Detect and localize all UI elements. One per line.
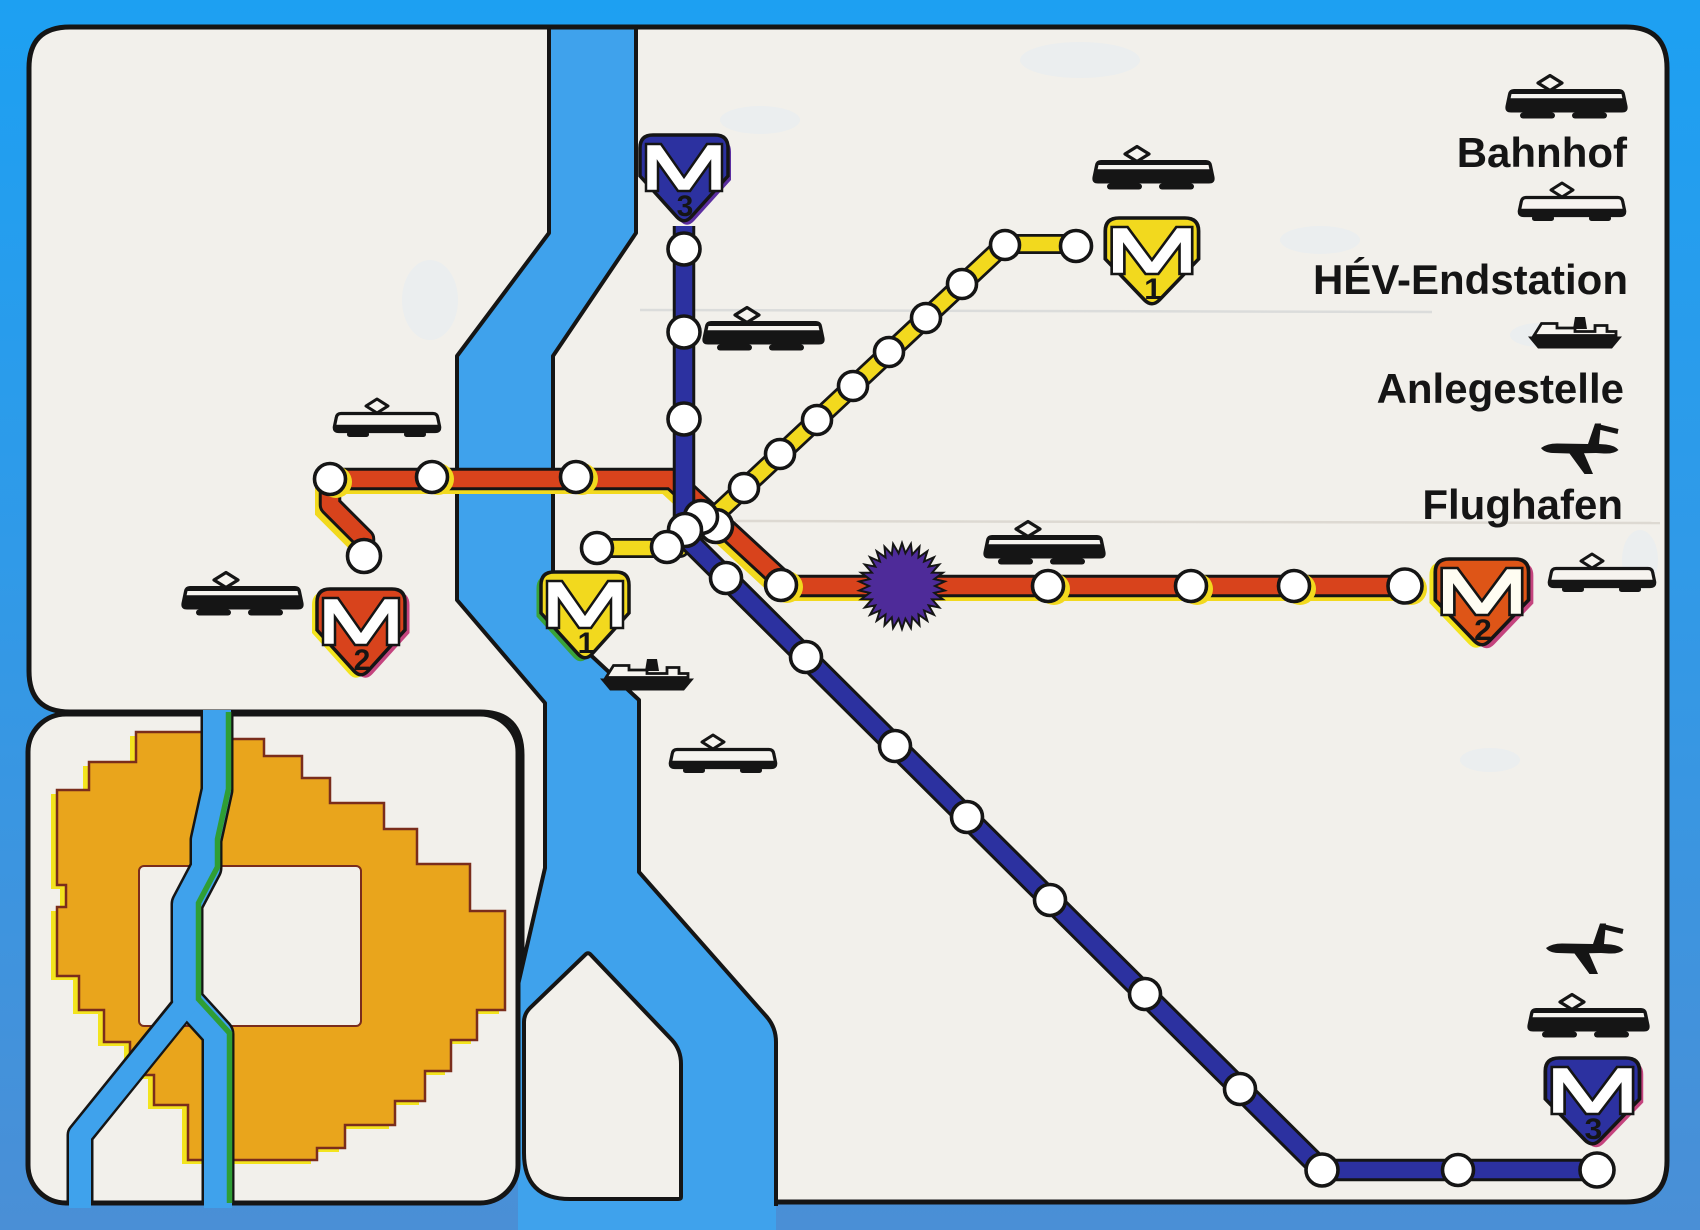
svg-text:Anlegestelle: Anlegestelle bbox=[1377, 365, 1624, 412]
svg-text:3: 3 bbox=[677, 190, 694, 223]
svg-text:1: 1 bbox=[578, 627, 595, 660]
svg-text:HÉV-Endstation: HÉV-Endstation bbox=[1313, 256, 1628, 303]
svg-text:2: 2 bbox=[1474, 613, 1492, 647]
svg-text:Bahnhof: Bahnhof bbox=[1457, 129, 1628, 176]
svg-text:2: 2 bbox=[354, 644, 371, 677]
svg-text:3: 3 bbox=[1585, 1112, 1603, 1146]
svg-text:1: 1 bbox=[1144, 272, 1162, 306]
svg-text:Flughafen: Flughafen bbox=[1422, 481, 1623, 528]
